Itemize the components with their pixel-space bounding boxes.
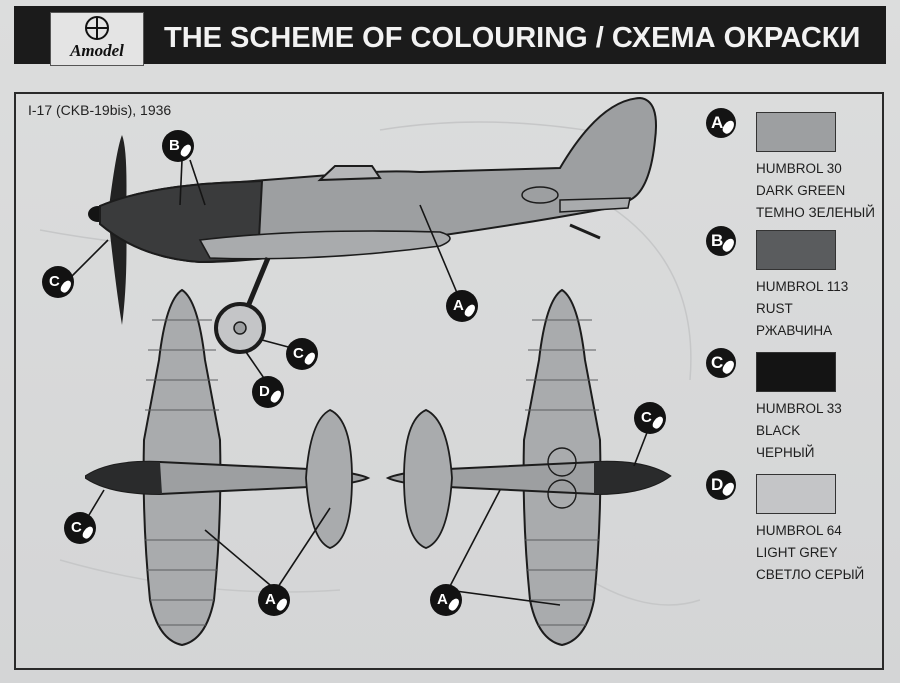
- wing-ribs-right: [525, 319, 599, 626]
- callout-letter: C: [71, 519, 82, 536]
- canopy: [317, 165, 382, 182]
- callout-letter: C: [641, 409, 652, 426]
- color-swatch: [756, 112, 836, 152]
- callout-d-wheel: D: [252, 376, 284, 408]
- color-swatch: [756, 474, 836, 514]
- paint-name-en: RUST: [756, 301, 793, 316]
- legend-marker: C: [706, 348, 737, 378]
- side-view: [88, 96, 657, 354]
- callout-b-side: B: [162, 130, 194, 162]
- callout-letter: B: [169, 137, 180, 154]
- cowl-plan-right: [594, 461, 670, 494]
- callout-c-top-right: C: [634, 402, 666, 434]
- legend-text: HUMBROL 64 LIGHT GREY СВЕТЛО СЕРЫЙ: [756, 520, 864, 586]
- paint-name-ru: РЖАВЧИНА: [756, 323, 833, 338]
- amodel-logo: Amodel: [50, 12, 144, 66]
- star-marking-side: [521, 186, 559, 204]
- scheme-frame: [14, 92, 884, 670]
- paint-name-ru: СВЕТЛО СЕРЫЙ: [756, 567, 865, 582]
- legend-text: HUMBROL 113 RUST РЖАВЧИНА: [756, 276, 848, 342]
- callout-a-top-right: A: [430, 584, 462, 616]
- header-bar: Amodel THE SCHEME OF COLOURING / СХЕМА О…: [14, 6, 886, 66]
- legend-marker: D: [706, 470, 737, 500]
- paint-code: HUMBROL 30: [756, 161, 842, 176]
- callout-letter: A: [265, 591, 276, 608]
- wing-side: [198, 230, 451, 260]
- logo-emblem-icon: [85, 16, 109, 40]
- callout-c-wheel: C: [286, 338, 318, 370]
- color-swatch: [756, 230, 836, 270]
- wheel-hub: [233, 321, 247, 335]
- paint-name-ru: ТЕМНО ЗЕЛЕНЫЙ: [756, 205, 875, 220]
- paint-code: HUMBROL 64: [756, 523, 842, 538]
- paint-name-en: LIGHT GREY: [756, 545, 838, 560]
- plan-view-left: [85, 288, 371, 647]
- wing-ribs-left: [145, 319, 219, 626]
- plan-view-right: [385, 288, 672, 647]
- tail-skid: [569, 223, 601, 240]
- legend-item-b: B HUMBROL 113 RUST РЖАВЧИНА: [706, 226, 886, 346]
- paint-name-en: DARK GREEN: [756, 183, 846, 198]
- tailplane-side: [559, 197, 631, 213]
- legend-item-c: C HUMBROL 33 BLACK ЧЕРНЫЙ: [706, 348, 886, 468]
- paint-code: HUMBROL 33: [756, 401, 842, 416]
- legend-text: HUMBROL 33 BLACK ЧЕРНЫЙ: [756, 398, 842, 464]
- callout-letter: C: [293, 345, 304, 362]
- color-swatch: [756, 352, 836, 392]
- callout-letter: C: [49, 273, 60, 290]
- cowl-plan-left: [86, 461, 162, 494]
- tailplane-plan-left: [305, 409, 353, 549]
- tailplane-plan-right: [403, 409, 453, 549]
- leader-lines: [69, 159, 649, 606]
- paint-name-ru: ЧЕРНЫЙ: [756, 445, 815, 460]
- legend-item-a: A HUMBROL 30 DARK GREEN ТЕМНО ЗЕЛЕНЫЙ: [706, 108, 886, 228]
- legend-marker: B: [706, 226, 737, 256]
- legend-letter: B: [711, 231, 724, 250]
- callout-letter: A: [453, 297, 464, 314]
- legend-letter: D: [711, 475, 724, 494]
- legend-item-d: D HUMBROL 64 LIGHT GREY СВЕТЛО СЕРЫЙ: [706, 470, 886, 590]
- legend-marker: A: [706, 108, 737, 138]
- gear-bays-right: [547, 447, 577, 509]
- legend-text: HUMBROL 30 DARK GREEN ТЕМНО ЗЕЛЕНЫЙ: [756, 158, 875, 224]
- paint-code: HUMBROL 113: [756, 279, 849, 294]
- callout-c-propeller: C: [42, 266, 74, 298]
- callout-letter: A: [437, 591, 448, 608]
- callout-c-top-left: C: [64, 512, 96, 544]
- legend-letter: A: [711, 113, 724, 132]
- callout-a-side: A: [446, 290, 478, 322]
- legend-letter: C: [711, 353, 724, 372]
- page-title: THE SCHEME OF COLOURING / СХЕМА ОКРАСКИ: [164, 22, 861, 54]
- callout-letter: D: [259, 383, 270, 400]
- model-label: I-17 (CKB-19bis), 1936: [28, 102, 172, 118]
- logo-text: Amodel: [70, 41, 124, 60]
- callout-a-top-left: A: [258, 584, 290, 616]
- paint-name-en: BLACK: [756, 423, 801, 438]
